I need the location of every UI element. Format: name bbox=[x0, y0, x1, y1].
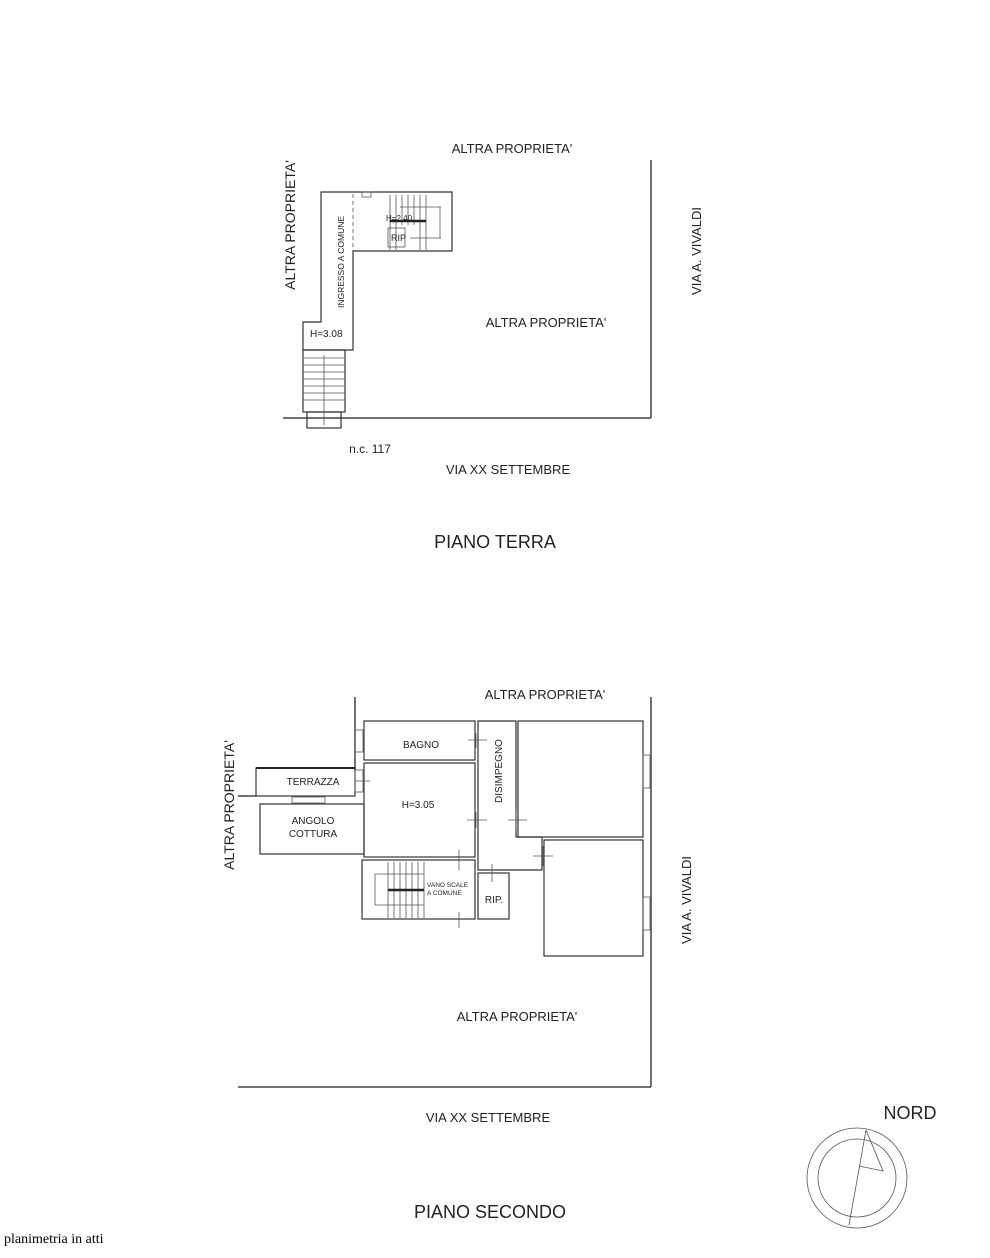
second-floor-title: PIANO SECONDO bbox=[414, 1202, 566, 1222]
second-top-label: ALTRA PROPRIETA' bbox=[485, 687, 605, 702]
room-east-upper bbox=[517, 720, 644, 838]
ground-bottom-street: VIA XX SETTEMBRE bbox=[446, 462, 571, 477]
ground-floor-plan: H=2.40 RIP INGRESSO A COMUNE H=3.08 ALTR… bbox=[282, 141, 704, 552]
corridor-label: INGRESSO A COMUNE bbox=[336, 216, 346, 308]
door-marks bbox=[355, 733, 553, 928]
stairwell-label-line1: VANO SCALE bbox=[427, 882, 469, 889]
ground-top-label: ALTRA PROPRIETA' bbox=[452, 141, 572, 156]
compass-needle bbox=[848, 1129, 867, 1226]
room-stairwell bbox=[361, 859, 476, 920]
ground-left-label: ALTRA PROPRIETA' bbox=[282, 160, 298, 290]
kitchen-label-line1: ANGOLO bbox=[292, 816, 335, 827]
ground-center-label: ALTRA PROPRIETA' bbox=[486, 315, 606, 330]
second-bottom-label: ALTRA PROPRIETA' bbox=[457, 1009, 577, 1024]
height-lower-label: H=3.08 bbox=[310, 329, 343, 340]
stairwell-label-line2: A COMUNE bbox=[427, 890, 462, 897]
room-hallway bbox=[477, 720, 543, 871]
ground-entrance-stairs bbox=[302, 349, 346, 429]
terrace-label: TERRAZZA bbox=[287, 777, 340, 788]
hallway-label: DISIMPEGNO bbox=[494, 739, 505, 803]
main-room-height: H=3.05 bbox=[402, 800, 435, 811]
compass-inner-ring bbox=[817, 1138, 897, 1218]
storage-label: RIP bbox=[391, 233, 406, 243]
storage-box bbox=[387, 227, 406, 248]
height-upper-label: H=2.40 bbox=[386, 214, 413, 223]
bathroom-label: BAGNO bbox=[403, 740, 439, 751]
room-storage bbox=[477, 872, 510, 920]
caption: planimetria in atti bbox=[4, 1232, 104, 1247]
compass-label: NORD bbox=[884, 1103, 937, 1123]
north-arrow-icon bbox=[858, 1129, 884, 1172]
second-right-street: VIA A. VIVALDI bbox=[679, 856, 694, 944]
second-bottom-street: VIA XX SETTEMBRE bbox=[426, 1110, 551, 1125]
second-floor-plan: BAGNO TERRAZZA H=3.05 ANGOLO COTTURA DIS… bbox=[221, 687, 694, 1222]
storage-label: RIP. bbox=[485, 895, 503, 906]
room-east-lower bbox=[543, 839, 644, 957]
compass-outer-ring bbox=[806, 1127, 908, 1229]
entrance-corridor bbox=[302, 191, 453, 351]
room-bathroom bbox=[363, 720, 476, 761]
ground-right-street: VIA A. VIVALDI bbox=[689, 207, 704, 295]
north-compass: NORD bbox=[806, 1103, 937, 1229]
wall-niche bbox=[361, 191, 372, 198]
second-floor-stairs bbox=[374, 862, 425, 918]
windows bbox=[291, 729, 651, 931]
kitchen-label-line2: COTTURA bbox=[289, 829, 338, 840]
ground-upper-stairs bbox=[387, 195, 441, 250]
room-main bbox=[363, 762, 476, 858]
second-left-label: ALTRA PROPRIETA' bbox=[221, 740, 237, 870]
civic-number: n.c. 117 bbox=[349, 442, 391, 456]
ground-floor-title: PIANO TERRA bbox=[434, 532, 556, 552]
